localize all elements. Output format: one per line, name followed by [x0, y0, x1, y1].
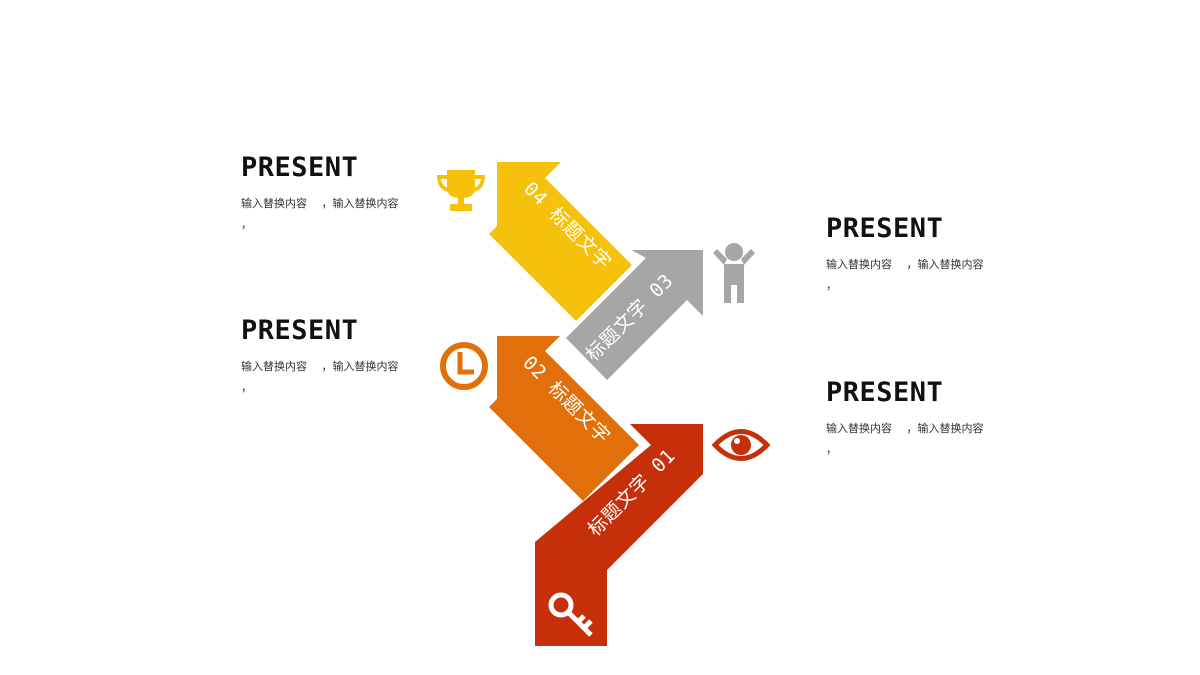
text-block-top-left: PRESENT 输入替换内容 ，输入替换内容 ，: [241, 153, 411, 235]
text-block-mid-right: PRESENT 输入替换内容 ，输入替换内容 ，: [826, 378, 996, 460]
block-title: PRESENT: [826, 213, 944, 244]
block-body: 输入替换内容 ，输入替换内容 ，: [241, 197, 413, 231]
block-title: PRESENT: [826, 377, 944, 408]
trophy-icon: [437, 170, 485, 211]
text-block-top-right: PRESENT 输入替换内容 ，输入替换内容 ，: [826, 214, 996, 296]
key-icon: [548, 592, 593, 637]
clock-icon: [440, 342, 488, 390]
person-icon: [713, 243, 755, 303]
block-body: 输入替换内容 ，输入替换内容 ，: [826, 258, 998, 292]
arrow-step-04: [489, 162, 632, 321]
block-body: 输入替换内容 ，输入替换内容 ，: [241, 360, 413, 394]
text-block-mid-left: PRESENT 输入替换内容 ，输入替换内容 ，: [241, 316, 411, 398]
eye-icon: [711, 429, 771, 461]
block-body: 输入替换内容 ，输入替换内容 ，: [826, 422, 998, 456]
arrow-step-03: [566, 250, 703, 380]
block-title: PRESENT: [241, 315, 359, 346]
arrow-step-01: [535, 424, 703, 646]
block-title: PRESENT: [241, 152, 359, 183]
arrow-step-02: [489, 336, 639, 501]
